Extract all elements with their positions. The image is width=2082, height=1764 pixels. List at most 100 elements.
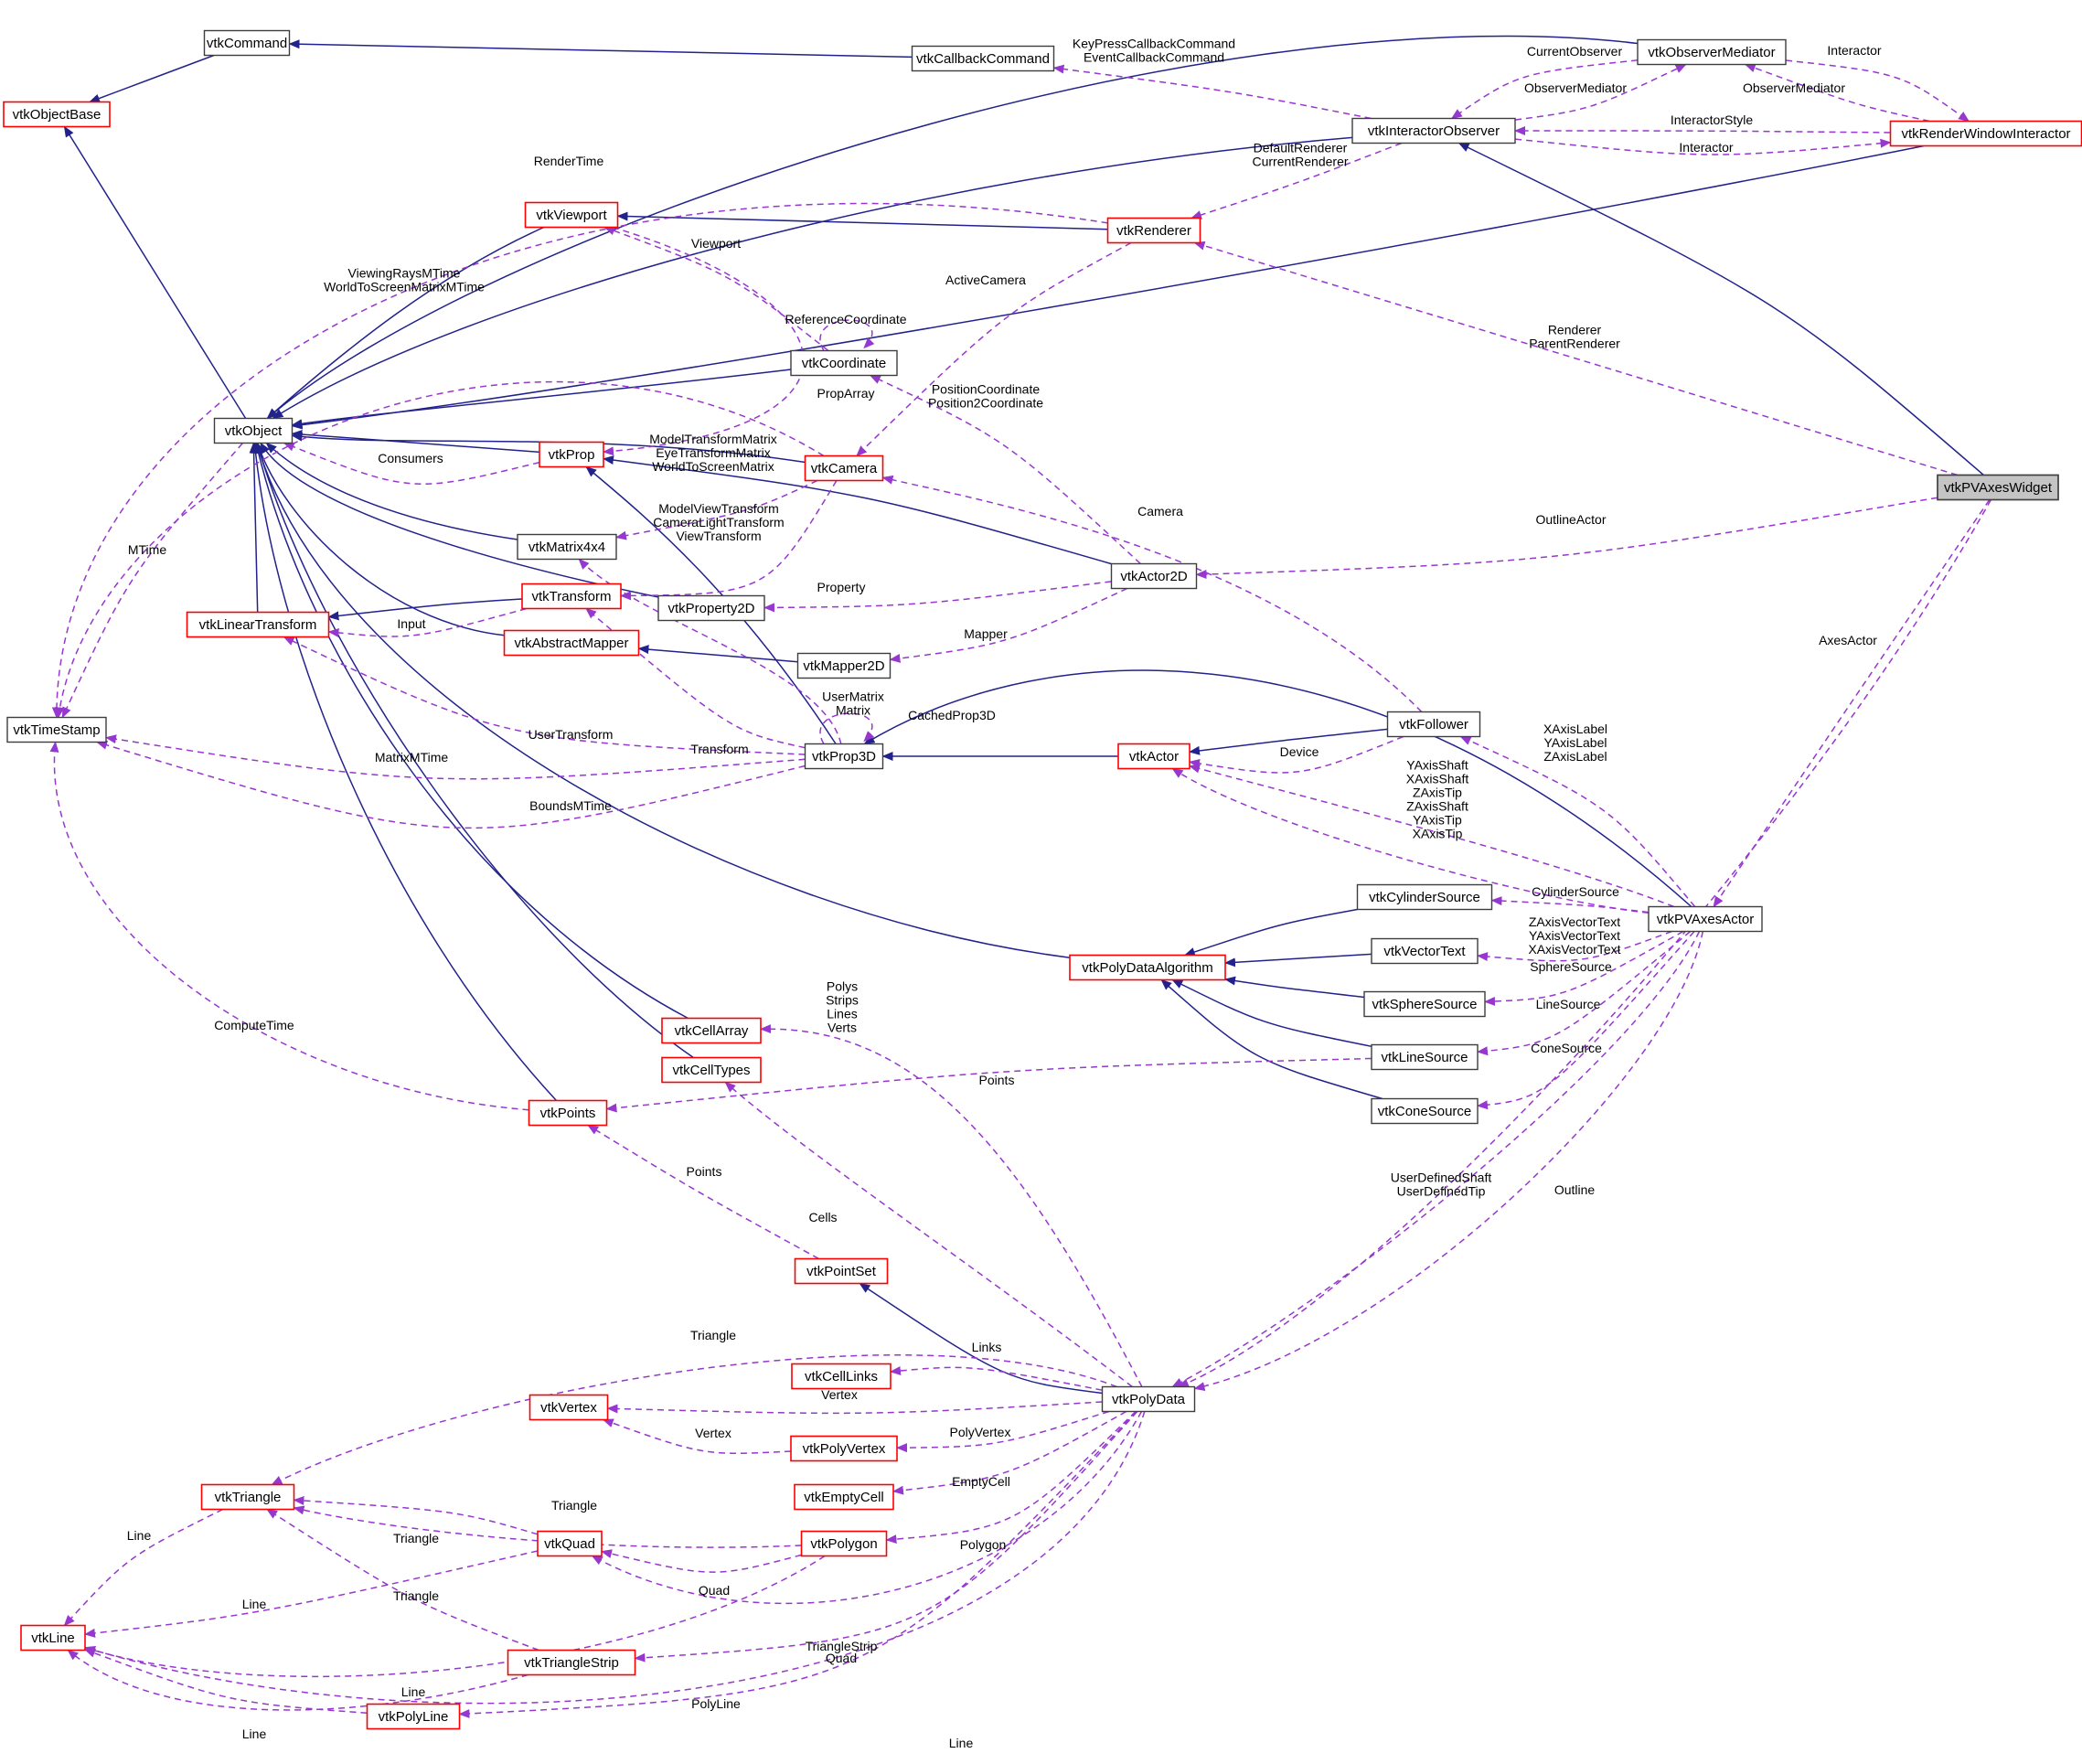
- node-box[interactable]: [6, 716, 107, 743]
- node-box[interactable]: [804, 743, 884, 770]
- node-box[interactable]: [529, 1394, 609, 1421]
- node-vtkTransform[interactable]: vtkTransform: [521, 583, 622, 610]
- node-vtkProperty2D[interactable]: vtkProperty2D: [657, 594, 765, 622]
- node-box[interactable]: [661, 1056, 762, 1084]
- node-vtkCamera[interactable]: vtkCamera: [804, 454, 884, 482]
- node-box[interactable]: [911, 45, 1055, 72]
- node-box[interactable]: [794, 1483, 894, 1511]
- node-vtkVectorText[interactable]: vtkVectorText: [1371, 937, 1479, 965]
- node-box[interactable]: [1371, 937, 1479, 965]
- node-box[interactable]: [521, 583, 622, 610]
- node-vtkPolygon[interactable]: vtkPolygon: [800, 1530, 888, 1557]
- node-box[interactable]: [1363, 990, 1486, 1018]
- node-box[interactable]: [1889, 120, 2082, 147]
- node-box[interactable]: [804, 454, 884, 482]
- node-vtkLineSource[interactable]: vtkLineSource: [1371, 1043, 1479, 1071]
- node-box[interactable]: [186, 611, 330, 638]
- node-vtkRenderWindowInteractor[interactable]: vtkRenderWindowInteractor: [1889, 120, 2082, 147]
- node-box[interactable]: [661, 1017, 762, 1044]
- node-vtkObserverMediator[interactable]: vtkObserverMediator: [1637, 38, 1787, 66]
- node-vtkAbstractMapper[interactable]: vtkAbstractMapper: [503, 629, 640, 657]
- node-box[interactable]: [1371, 1043, 1479, 1071]
- node-box[interactable]: [3, 101, 111, 128]
- node-vtkPolyDataAlgorithm[interactable]: vtkPolyDataAlgorithm: [1069, 954, 1226, 981]
- node-box[interactable]: [1371, 1097, 1479, 1125]
- node-vtkLinearTransform[interactable]: vtkLinearTransform: [186, 611, 330, 638]
- node-box[interactable]: [1356, 883, 1493, 911]
- node-box[interactable]: [800, 1530, 888, 1557]
- node-vtkCylinderSource[interactable]: vtkCylinderSource: [1356, 883, 1493, 911]
- node-vtkRenderer[interactable]: vtkRenderer: [1106, 217, 1201, 244]
- node-box[interactable]: [790, 1435, 898, 1462]
- node-vtkTriangleStrip[interactable]: vtkTriangleStrip: [507, 1649, 636, 1676]
- node-box[interactable]: [528, 1099, 608, 1127]
- node-box[interactable]: [1110, 562, 1198, 590]
- node-box[interactable]: [366, 1703, 461, 1730]
- node-vtkEmptyCell[interactable]: vtkEmptyCell: [794, 1483, 894, 1511]
- edge-label: Points: [979, 1073, 1015, 1087]
- node-vtkInteractorObserver[interactable]: vtkInteractorObserver: [1351, 117, 1516, 144]
- node-box[interactable]: [1637, 38, 1787, 66]
- node-box[interactable]: [20, 1624, 86, 1652]
- node-box[interactable]: [1648, 905, 1763, 933]
- node-vtkActor2D[interactable]: vtkActor2D: [1110, 562, 1198, 590]
- node-box[interactable]: [790, 349, 898, 377]
- node-vtkLine[interactable]: vtkLine: [20, 1624, 86, 1652]
- node-box[interactable]: [524, 201, 619, 229]
- node-vtkVertex[interactable]: vtkVertex: [529, 1394, 609, 1421]
- node-vtkCellLinks[interactable]: vtkCellLinks: [791, 1363, 892, 1390]
- node-vtkTimeStamp[interactable]: vtkTimeStamp: [6, 716, 107, 743]
- node-vtkProp3D[interactable]: vtkProp3D: [804, 743, 884, 770]
- node-vtkActor[interactable]: vtkActor: [1117, 743, 1190, 770]
- node-vtkQuad[interactable]: vtkQuad: [537, 1530, 603, 1557]
- node-vtkProp[interactable]: vtkProp: [539, 441, 604, 468]
- node-box[interactable]: [1117, 743, 1190, 770]
- edge-vtkTriangle-to-vtkLine: [63, 1508, 224, 1627]
- node-box[interactable]: [200, 1483, 295, 1511]
- node-vtkConeSource[interactable]: vtkConeSource: [1371, 1097, 1479, 1125]
- node-box[interactable]: [1937, 474, 2059, 501]
- node-box[interactable]: [796, 652, 892, 679]
- edge-label: PropArray: [817, 386, 874, 401]
- node-vtkPVAxesWidget[interactable]: vtkPVAxesWidget: [1937, 474, 2059, 501]
- node-vtkPVAxesActor[interactable]: vtkPVAxesActor: [1648, 905, 1763, 933]
- node-vtkCallbackCommand[interactable]: vtkCallbackCommand: [911, 45, 1055, 72]
- node-vtkPointSet[interactable]: vtkPointSet: [794, 1257, 889, 1285]
- node-box[interactable]: [1069, 954, 1226, 981]
- edge-vtkRenderWindowInteractor-to-vtkObject: [291, 144, 1925, 430]
- node-vtkObjectBase[interactable]: vtkObjectBase: [3, 101, 111, 128]
- node-box[interactable]: [507, 1649, 636, 1676]
- node-box[interactable]: [1351, 117, 1516, 144]
- node-box[interactable]: [794, 1257, 889, 1285]
- node-vtkCommand[interactable]: vtkCommand: [203, 29, 291, 57]
- edge-vtkPolyData-to-vtkVertex: [606, 1401, 1103, 1415]
- node-vtkCellArray[interactable]: vtkCellArray: [661, 1017, 762, 1044]
- node-vtkMapper2D[interactable]: vtkMapper2D: [796, 652, 892, 679]
- node-vtkPolyData[interactable]: vtkPolyData: [1101, 1385, 1196, 1413]
- node-vtkPolyLine[interactable]: vtkPolyLine: [366, 1703, 461, 1730]
- node-box[interactable]: [503, 629, 640, 657]
- node-box[interactable]: [539, 441, 604, 468]
- node-vtkPolyVertex[interactable]: vtkPolyVertex: [790, 1435, 898, 1462]
- edge-vtkInteractorObserver-to-vtkRenderer: [1190, 142, 1403, 219]
- node-box[interactable]: [1101, 1385, 1196, 1413]
- node-vtkTriangle[interactable]: vtkTriangle: [200, 1483, 295, 1511]
- node-box[interactable]: [791, 1363, 892, 1390]
- node-box[interactable]: [517, 533, 617, 561]
- node-vtkCoordinate[interactable]: vtkCoordinate: [790, 349, 898, 377]
- node-vtkCellTypes[interactable]: vtkCellTypes: [661, 1056, 762, 1084]
- node-box[interactable]: [203, 29, 291, 57]
- edge-vtkPolyData-to-vtkCellTypes: [724, 1081, 1133, 1388]
- node-vtkSphereSource[interactable]: vtkSphereSource: [1363, 990, 1486, 1018]
- node-box[interactable]: [1386, 711, 1481, 738]
- node-box[interactable]: [657, 594, 765, 622]
- node-box[interactable]: [537, 1530, 603, 1557]
- node-vtkObject[interactable]: vtkObject: [213, 417, 294, 444]
- node-vtkViewport[interactable]: vtkViewport: [524, 201, 619, 229]
- node-vtkPoints[interactable]: vtkPoints: [528, 1099, 608, 1127]
- node-vtkMatrix4x4[interactable]: vtkMatrix4x4: [517, 533, 617, 561]
- node-box[interactable]: [1106, 217, 1201, 244]
- node-vtkFollower[interactable]: vtkFollower: [1386, 711, 1481, 738]
- node-box[interactable]: [213, 417, 294, 444]
